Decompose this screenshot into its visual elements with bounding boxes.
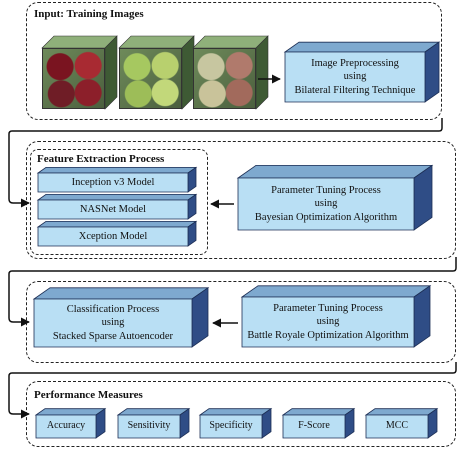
xception-model-box: Xception Model (38, 227, 188, 246)
battle-royale-tuning-box: Parameter Tuning Process using Battle Ro… (242, 297, 414, 347)
inception-model-label: Inception v3 Model (71, 176, 155, 188)
red-apples-image-side (104, 35, 118, 110)
battle-royale-line3: Battle Royale Optimization Algorithm (247, 329, 409, 341)
image-preprocessing-3d-front (284, 51, 426, 103)
mcc-3d-front (365, 414, 429, 439)
inception-model-3d-front (37, 172, 189, 193)
battle-royale-tuning-3d-front (241, 296, 415, 348)
bayesian-line1: Parameter Tuning Process (271, 185, 381, 197)
classification-3d-front (33, 298, 193, 348)
bayesian-line2: using (314, 198, 338, 210)
stage1-to-stage2-connector (8, 118, 443, 208)
nasnet-model-box: NASNet Model (38, 200, 188, 219)
red-apples-image (42, 48, 105, 109)
mixed-apples-image-side (255, 35, 269, 110)
training-images-stage (26, 2, 442, 120)
classification-line3: Stacked Sparse Autoencoder (52, 330, 174, 342)
green-apples-image (119, 48, 182, 109)
nasnet-model-label: NASNet Model (79, 203, 147, 215)
f-score-label: F-Score (298, 420, 330, 432)
battle-royale-line2: using (316, 316, 340, 328)
preprocess-line1: Image Preprocessing (311, 58, 399, 70)
bayesian-tuning-3d-front (237, 177, 415, 231)
battle-royale-line1: Parameter Tuning Process (273, 303, 383, 315)
nasnet-model-3d-front (37, 199, 189, 220)
feature-extraction-title: Feature Extraction Process (37, 153, 165, 165)
feature-extraction-group (30, 149, 208, 255)
sensitivity-3d-front (117, 414, 181, 439)
preprocess-line3: Bilateral Filtering Technique (294, 84, 416, 96)
mixed-apples-image (193, 48, 256, 109)
bayesian-tuning-box: Parameter Tuning Process using Bayesian … (238, 178, 414, 230)
stage3-to-stage4-connector (8, 362, 457, 419)
xception-model-label: Xception Model (78, 230, 148, 242)
classification-box: Classification Process using Stacked Spa… (34, 299, 192, 347)
mcc-box: MCC (366, 415, 428, 438)
xception-model-3d-front (37, 226, 189, 247)
specificity-3d-front (199, 414, 263, 439)
bayesian-line3: Bayesian Optimization Algorithm (254, 211, 398, 223)
inception-model-box: Inception v3 Model (38, 173, 188, 192)
f-score-box: F-Score (283, 415, 345, 438)
sensitivity-box: Sensitivity (118, 415, 180, 438)
specificity-box: Specificity (200, 415, 262, 438)
sensitivity-label: Sensitivity (127, 420, 171, 432)
classification-line2: using (101, 317, 125, 329)
image-preprocessing-box: Image Preprocessing using Bilateral Filt… (285, 52, 425, 102)
preprocess-line2: using (343, 71, 367, 83)
accuracy-3d-front (35, 414, 97, 439)
stage2-to-stage3-connector (8, 257, 457, 327)
training-images-title: Input: Training Images (34, 8, 144, 20)
performance-measures-title: Performance Measures (34, 389, 143, 401)
mcc-label: MCC (385, 420, 409, 432)
f-score-3d-front (282, 414, 346, 439)
classification-line1: Classification Process (66, 304, 160, 316)
accuracy-box: Accuracy (36, 415, 96, 438)
accuracy-label: Accuracy (46, 420, 86, 432)
specificity-label: Specificity (209, 420, 253, 432)
